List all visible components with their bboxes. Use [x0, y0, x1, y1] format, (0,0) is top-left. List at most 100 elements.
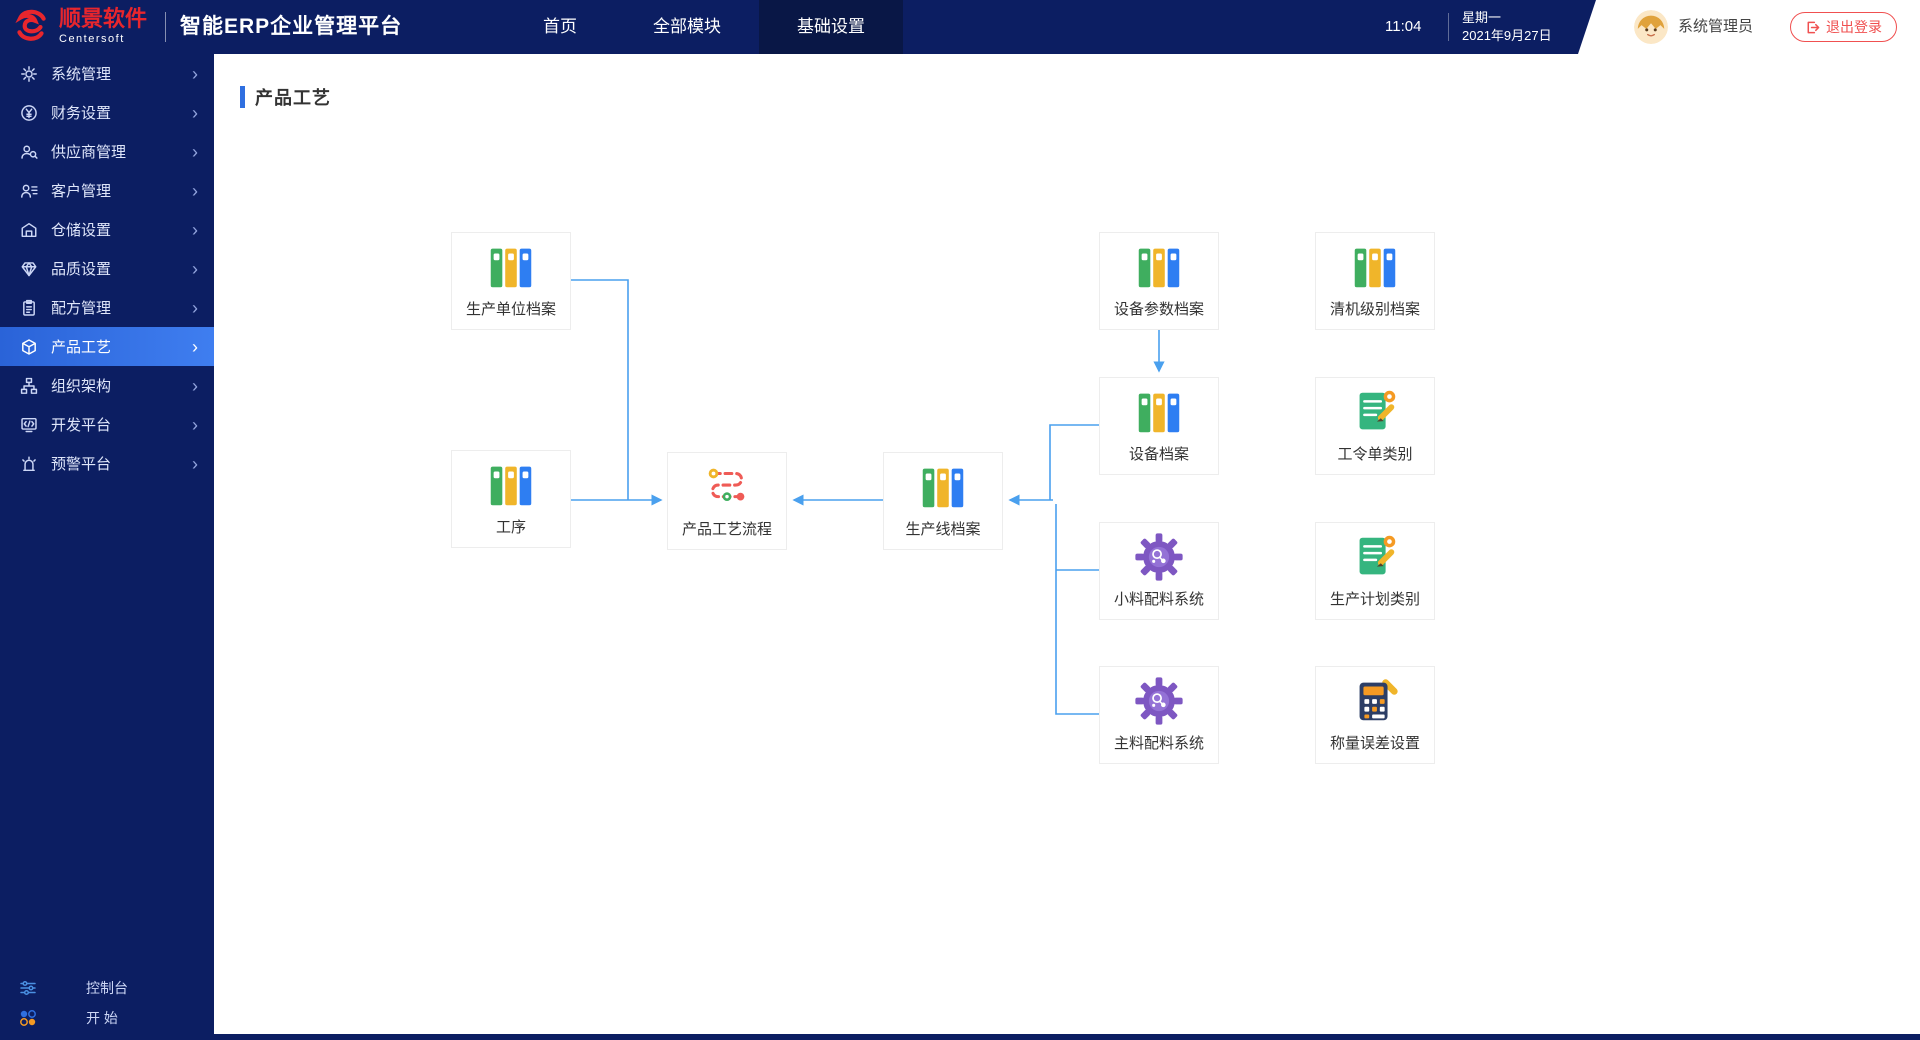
- logout-icon: [1805, 20, 1820, 35]
- sidebar-item-dev-platform[interactable]: 开发平台 ›: [0, 405, 214, 444]
- sidebar-item-system[interactable]: 系统管理 ›: [0, 54, 214, 93]
- page-header: 产品工艺: [240, 84, 331, 110]
- avatar: [1634, 10, 1668, 44]
- sidebar-item-customer[interactable]: 客户管理 ›: [0, 171, 214, 210]
- sidebar-item-supplier[interactable]: 供应商管理 ›: [0, 132, 214, 171]
- binder-icon: [1132, 240, 1186, 294]
- flow-node-weighing-error-settings[interactable]: 称量误差设置: [1315, 666, 1435, 764]
- clock-time: 11:04: [1385, 18, 1422, 35]
- brand-name-en: Centersoft: [59, 32, 125, 45]
- chevron-right-icon: ›: [192, 219, 198, 240]
- flow-node-label: 设备档案: [1128, 446, 1189, 463]
- date-block: 星期一 2021年9月27日: [1462, 9, 1552, 45]
- brand-name: 顺景软件: [59, 6, 148, 32]
- flow-node-process[interactable]: 工序: [451, 450, 571, 548]
- purple-gear-icon: [1132, 674, 1186, 728]
- org-chart-icon: [20, 377, 38, 395]
- purple-gear-icon: [1132, 530, 1186, 584]
- brand-logo: 顺景软件 Centersoft: [10, 5, 147, 47]
- sidebar-item-recipe[interactable]: 配方管理 ›: [0, 288, 214, 327]
- sidebar-item-label: 开发平台: [51, 417, 112, 434]
- document-pencil-icon: [1348, 385, 1402, 439]
- sidebar-item-label: 供应商管理: [51, 144, 127, 161]
- flow-node-minor-ingredient-system[interactable]: 小料配料系统: [1099, 522, 1219, 620]
- start-dots-icon: [18, 1008, 38, 1028]
- console-label: 控制台: [86, 980, 128, 996]
- person-search-icon: [20, 143, 38, 161]
- sidebar-item-label: 预警平台: [51, 456, 112, 473]
- gem-icon: [20, 260, 38, 278]
- flow-node-production-plan-type[interactable]: 生产计划类别: [1315, 522, 1435, 620]
- chevron-right-icon: ›: [192, 180, 198, 201]
- page-title: 产品工艺: [255, 88, 331, 108]
- chevron-right-icon: ›: [192, 102, 198, 123]
- tab-home[interactable]: 首页: [543, 17, 577, 36]
- sidebar-item-organization[interactable]: 组织架构 ›: [0, 366, 214, 405]
- sidebar: 系统管理 › 财务设置 › 供应商管理 ›: [0, 54, 214, 1040]
- chevron-right-icon: ›: [192, 297, 198, 318]
- console-button[interactable]: 控制台: [0, 974, 214, 1002]
- cube-icon: [20, 338, 38, 356]
- sidebar-item-label: 系统管理: [51, 66, 112, 83]
- brand-swirl-icon: [10, 5, 52, 47]
- flow-node-label: 工序: [495, 519, 526, 536]
- sidebar-item-product-craft[interactable]: 产品工艺 ›: [0, 327, 214, 366]
- sidebar-item-warehouse[interactable]: 仓储设置 ›: [0, 210, 214, 249]
- flow-node-label: 主料配料系统: [1113, 735, 1204, 752]
- current-user-name: 系统管理员: [1678, 18, 1754, 35]
- yen-coin-icon: [20, 104, 38, 122]
- sidebar-item-label: 仓储设置: [51, 222, 112, 239]
- sidebar-item-label: 品质设置: [51, 261, 112, 278]
- gear-icon: [20, 65, 38, 83]
- tab-basic-settings[interactable]: 基础设置: [759, 0, 903, 54]
- main-content: 产品工艺: [214, 54, 1920, 1034]
- start-button[interactable]: 开 始: [0, 1004, 214, 1032]
- flow-node-main-ingredient-system[interactable]: 主料配料系统: [1099, 666, 1219, 764]
- flow-node-label: 产品工艺流程: [681, 521, 772, 538]
- chevron-right-icon: ›: [192, 414, 198, 435]
- warehouse-icon: [20, 221, 38, 239]
- start-label: 开 始: [86, 1010, 118, 1026]
- sidebar-item-finance[interactable]: 财务设置 ›: [0, 93, 214, 132]
- flow-node-device-archive[interactable]: 设备档案: [1099, 377, 1219, 475]
- person-list-icon: [20, 182, 38, 200]
- flow-node-production-line-archive[interactable]: 生产线档案: [883, 452, 1003, 550]
- binder-icon: [484, 458, 538, 512]
- binder-icon: [484, 240, 538, 294]
- title-accent-bar: [240, 86, 245, 108]
- app-title: 智能ERP企业管理平台: [180, 15, 403, 38]
- flow-node-label: 生产线档案: [905, 521, 981, 538]
- chevron-right-icon: ›: [192, 63, 198, 84]
- flow-node-label: 称量误差设置: [1329, 735, 1420, 752]
- flow-node-label: 设备参数档案: [1113, 301, 1204, 318]
- flow-node-label: 工令单类别: [1337, 446, 1413, 463]
- top-bar: 顺景软件 Centersoft 智能ERP企业管理平台 首页 全部模块 基础设置…: [0, 0, 1920, 54]
- chevron-right-icon: ›: [192, 141, 198, 162]
- sidebar-item-label: 客户管理: [51, 183, 112, 200]
- flow-node-cleaning-level-archive[interactable]: 清机级别档案: [1315, 232, 1435, 330]
- chevron-right-icon: ›: [192, 453, 198, 474]
- alarm-bell-icon: [20, 455, 38, 473]
- flow-node-production-unit-archive[interactable]: 生产单位档案: [451, 232, 571, 330]
- binder-icon: [1132, 385, 1186, 439]
- tab-all-modules[interactable]: 全部模块: [653, 17, 721, 36]
- weekday-label: 星期一: [1462, 10, 1502, 25]
- binder-icon: [916, 460, 970, 514]
- flow-node-label: 生产计划类别: [1329, 591, 1420, 608]
- sidebar-item-alert-platform[interactable]: 预警平台 ›: [0, 444, 214, 483]
- flow-node-label: 小料配料系统: [1113, 591, 1204, 608]
- logout-button[interactable]: 退出登录: [1790, 12, 1897, 42]
- top-nav: 首页 全部模块 基础设置: [505, 0, 903, 54]
- calculator-icon: [1348, 674, 1402, 728]
- flow-node-device-parameter-archive[interactable]: 设备参数档案: [1099, 232, 1219, 330]
- flow-node-work-order-type[interactable]: 工令单类别: [1315, 377, 1435, 475]
- sidebar-item-label: 产品工艺: [51, 339, 112, 356]
- sidebar-item-label: 财务设置: [51, 105, 112, 122]
- flow-node-label: 生产单位档案: [465, 301, 556, 318]
- sidebar-item-quality[interactable]: 品质设置 ›: [0, 249, 214, 288]
- code-icon: [20, 416, 38, 434]
- chevron-right-icon: ›: [192, 375, 198, 396]
- flow-node-product-craft-flow[interactable]: 产品工艺流程: [667, 452, 787, 550]
- document-pencil-icon: [1348, 530, 1402, 584]
- sidebar-item-label: 组织架构: [51, 378, 112, 395]
